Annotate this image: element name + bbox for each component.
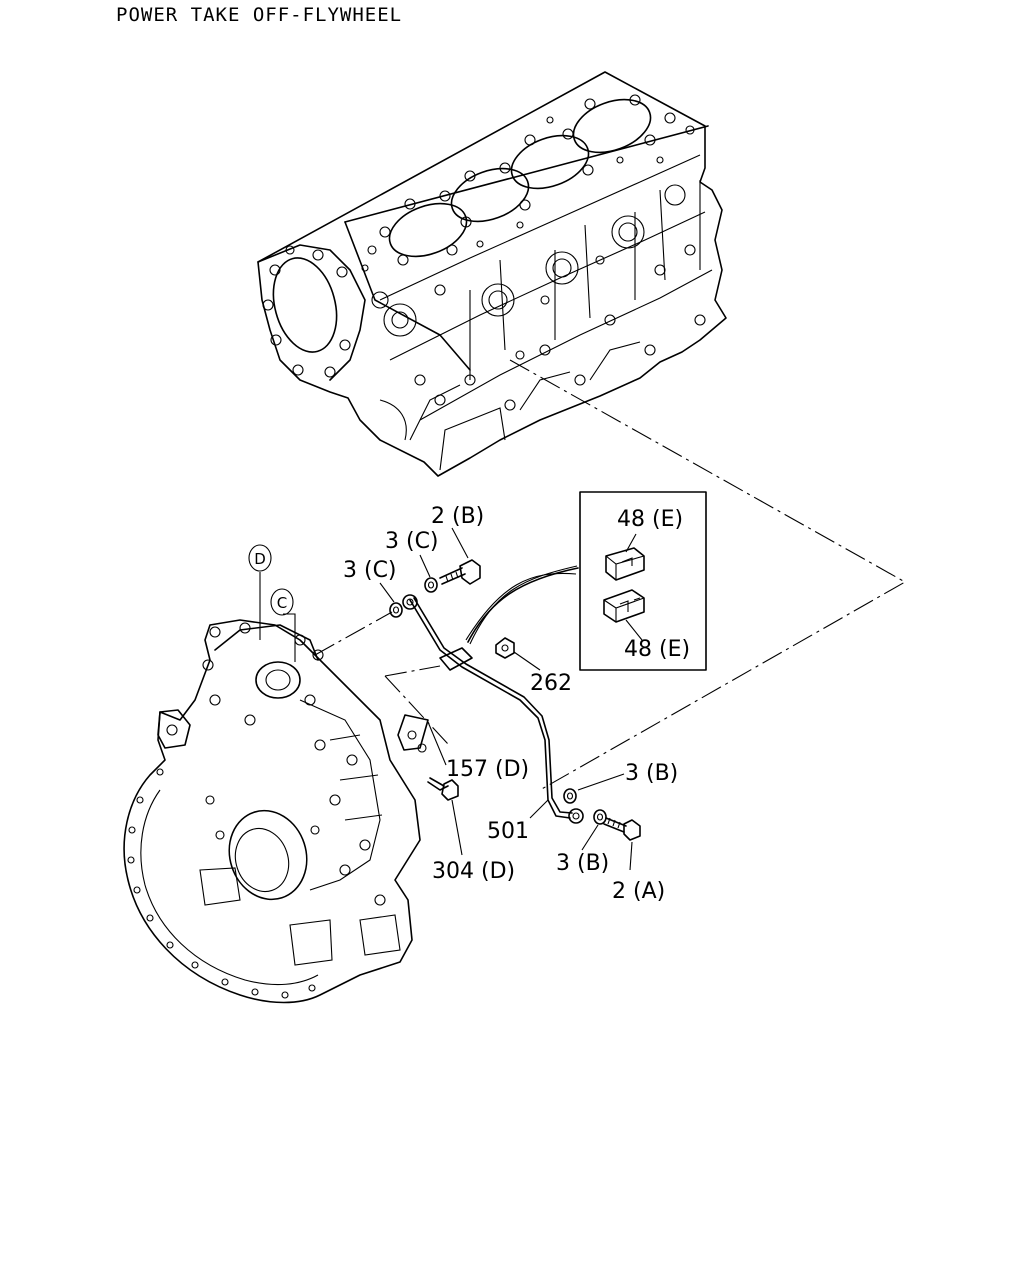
svg-text:C: C	[277, 594, 287, 612]
callout-3c-lower: 3 (C)	[343, 558, 397, 583]
clip-48e-upper	[605, 547, 645, 581]
callout-3b-right: 3 (B)	[625, 761, 678, 786]
washer-3c-lower	[389, 602, 403, 618]
callout-262: 262	[530, 671, 572, 696]
bolt-2a	[603, 817, 641, 841]
marker-d: D	[248, 544, 272, 572]
clip-48e-lower	[603, 589, 645, 623]
reference-line	[509, 359, 907, 791]
callout-2b: 2 (B)	[431, 504, 484, 529]
callout-157d: 157 (D)	[446, 757, 529, 782]
clip-inset-box	[579, 491, 707, 671]
housing-to-washer-line	[314, 611, 393, 656]
callout-3c-upper: 3 (C)	[385, 529, 439, 554]
callout-2a: 2 (A)	[612, 879, 665, 904]
bracket-157	[397, 714, 429, 753]
engine-block	[257, 71, 727, 477]
washer-3c-upper	[424, 577, 438, 593]
inset-pointer	[467, 567, 579, 643]
nut-262	[495, 637, 515, 659]
callout-48e-top: 48 (E)	[617, 507, 683, 532]
pipe-clip	[439, 647, 473, 671]
marker-c: C	[270, 588, 294, 616]
oil-pipe-501	[402, 594, 584, 824]
callout-304d: 304 (D)	[432, 859, 515, 884]
callout-48e-bottom: 48 (E)	[624, 637, 690, 662]
diagram-title: POWER TAKE OFF-FLYWHEEL	[116, 4, 403, 26]
svg-text:D: D	[254, 550, 266, 568]
bolt-2b	[439, 559, 481, 585]
flywheel-housing	[123, 619, 421, 1004]
callout-501: 501	[487, 819, 529, 844]
bolt-304	[427, 777, 459, 801]
washer-3b-lower	[593, 809, 607, 825]
washer-3b-upper	[563, 788, 577, 804]
marker-c-leader	[283, 613, 296, 662]
callout-3b-lower: 3 (B)	[556, 851, 609, 876]
